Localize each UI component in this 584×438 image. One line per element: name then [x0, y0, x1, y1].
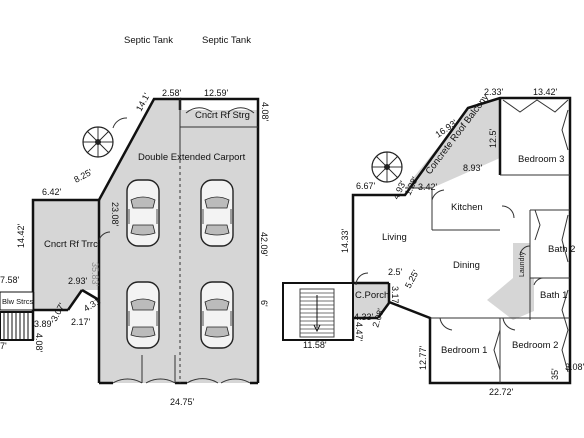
straight-staircase-icon	[0, 311, 34, 341]
dim-3-17: 3.17'	[390, 286, 400, 306]
label-living: Living	[382, 232, 407, 243]
label-dining: Dining	[453, 260, 480, 271]
balcony-fill	[405, 98, 500, 188]
dim-42-09: 42.09'	[259, 232, 269, 257]
dim-14-33: 14.33'	[340, 228, 350, 253]
dim-22-72: 22.72'	[489, 387, 514, 397]
dim-4-33: 4.33'	[354, 312, 374, 322]
dim-35: 35'	[550, 368, 560, 380]
label-laundry: Laundry	[519, 251, 526, 277]
dim-12-77: 12.77'	[418, 345, 428, 370]
main-level-plan	[282, 96, 572, 385]
label-bath-2: Bath 2	[548, 244, 575, 255]
porch-fill	[353, 283, 389, 318]
label-kitchen: Kitchen	[451, 202, 483, 213]
dim-2-58: 2.58'	[162, 88, 182, 98]
dim-6-67: 6.67'	[356, 181, 376, 191]
dim-14-42: 14.42'	[16, 223, 26, 248]
dim-35-83: 35.83'	[90, 262, 100, 287]
dim-6-42: 6.42'	[42, 187, 62, 197]
car-icon	[200, 281, 234, 349]
dim-7: 7'	[0, 341, 7, 351]
dim-2-17: 2.17'	[71, 317, 91, 327]
label-c-porch: C.Porch	[355, 290, 389, 301]
dim-3-42: 3.42'	[418, 182, 438, 192]
dim-6: 6'	[259, 300, 269, 307]
label-bedroom-1: Bedroom 1	[441, 345, 487, 356]
dim-4-47: 4.47'	[354, 322, 364, 342]
dim-13-42: 13.42'	[533, 87, 558, 97]
label-bedroom-2: Bedroom 2	[512, 340, 558, 351]
car-icon	[126, 281, 160, 349]
label-cncrt-rf-strg: Cncrt Rf Strg	[195, 110, 250, 121]
label-double-extended-carport: Double Extended Carport	[138, 152, 246, 163]
spiral-staircase-icon	[82, 126, 114, 158]
label-septic-tank-1: Septic Tank	[124, 35, 173, 46]
carport-level-plan	[0, 97, 260, 385]
door-swing-icon	[112, 378, 143, 384]
car-icon	[200, 179, 234, 247]
dim-2-5: 2.5'	[388, 267, 403, 277]
dim-23-08: 23.08'	[110, 202, 120, 227]
main-outer-wall	[351, 96, 572, 385]
dim-8-25: 8.25'	[72, 167, 94, 185]
dim-7-58: 7.58'	[0, 275, 20, 285]
spiral-staircase-icon	[371, 151, 403, 183]
dim-11-58: 11.58'	[303, 340, 327, 350]
dim-5-25: 5.25'	[403, 268, 421, 290]
dim-4-08-left: 4.08'	[34, 333, 44, 353]
dim-8-93: 8.93'	[463, 163, 483, 173]
straight-staircase-icon	[282, 282, 354, 341]
dim-24-75: 24.75'	[170, 397, 195, 407]
dim-12-5: 12.5'	[488, 128, 498, 148]
dim-3-08: 3.08'	[565, 362, 584, 372]
label-blw-strcs: Blw Strcs	[2, 297, 34, 306]
label-bedroom-3: Bedroom 3	[518, 154, 564, 165]
dim-2-33: 2.33'	[484, 87, 504, 97]
dim-12-59: 12.59'	[204, 88, 229, 98]
dim-3-89: 3.89'	[34, 319, 54, 329]
carport-right-wall	[180, 97, 260, 383]
dim-2-93: 2.93'	[68, 276, 88, 286]
label-cncrt-rf-trrc: Cncrt Rf Trrc	[44, 239, 98, 250]
label-bath-1: Bath 1	[540, 290, 567, 301]
dim-4-08-top: 4.08'	[260, 102, 270, 122]
label-septic-tank-2: Septic Tank	[202, 35, 251, 46]
car-icon	[126, 179, 160, 247]
